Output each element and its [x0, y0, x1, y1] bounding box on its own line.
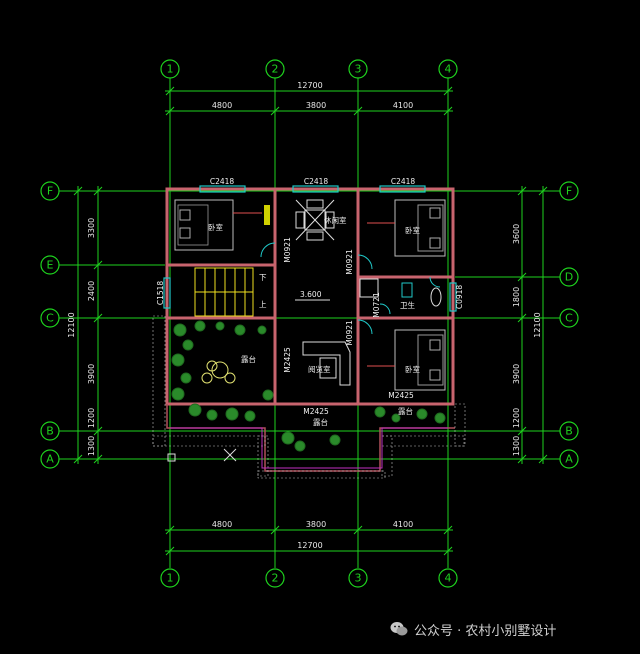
room-label-terrace-se: 露台: [398, 406, 413, 416]
dim-left-ec: 2400: [87, 281, 96, 301]
dim-span-23-bottom: 3800: [306, 520, 326, 529]
watermark: 公众号 · 农村小别墅设计: [390, 618, 556, 640]
room-label-bedroom-ne: 卧室: [405, 225, 420, 235]
bed-ne: [367, 199, 446, 257]
dim-right-total: 12100: [533, 312, 542, 337]
room-label-terrace-w: 露台: [241, 354, 256, 364]
wechat-icon: [390, 621, 408, 637]
axis-bottom-3: 3: [355, 572, 362, 585]
door-label-m0921-2: M0921: [345, 249, 354, 275]
dim-left-fe: 3300: [87, 218, 96, 238]
windows: [163, 185, 457, 312]
floor-level-label: 3.600: [300, 290, 322, 299]
door-label-m0921-1: M0921: [283, 237, 292, 263]
axis-right-c: C: [565, 312, 573, 325]
window-label-c2418-3: C2418: [391, 177, 416, 186]
tea-table: [295, 199, 335, 241]
door-label-m2425-1: M2425: [283, 347, 292, 373]
dim-left-ba: 1200: [87, 408, 96, 428]
dim-left-cb: 3900: [87, 364, 96, 384]
terrace-greenery-w: [171, 320, 274, 422]
corner-marker: [167, 453, 176, 462]
dimension-labels: 12700 4800 3800 4100 4800 3800 4100 1270…: [67, 81, 542, 550]
window-label-c2418-2: C2418: [304, 177, 329, 186]
room-label-bedroom-se: 卧室: [405, 364, 420, 374]
dim-span-23: 3800: [306, 101, 326, 110]
axis-top-3: 3: [355, 63, 362, 76]
bathroom-fixtures: [359, 278, 442, 307]
dim-total-bottom: 12700: [297, 541, 322, 550]
window-label-c2418-1: C2418: [210, 177, 235, 186]
door-label-m0721: M0721: [372, 292, 381, 318]
door-label-m2425-2: M2425: [303, 407, 329, 416]
watermark-text: 公众号 · 农村小别墅设计: [414, 623, 557, 639]
room-label-bedroom-nw: 卧室: [208, 222, 223, 232]
room-label-terrace-s: 露台: [313, 417, 328, 427]
dim-right-dc: 1800: [512, 287, 521, 307]
dim-right-fd: 3600: [512, 224, 521, 244]
dim-span-12-bottom: 4800: [212, 520, 232, 529]
dim-right-cb: 3900: [512, 364, 521, 384]
stair-up-label: 上: [259, 300, 267, 309]
dim-right-ba: 1200: [512, 408, 521, 428]
window-label-c0918: C0918: [455, 285, 464, 310]
bed-se: [367, 329, 446, 391]
door-label-m2425-3: M2425: [388, 391, 414, 400]
dim-total-top: 12700: [297, 81, 322, 90]
axis-bottom-4: 4: [445, 572, 452, 585]
axis-top-2: 2: [272, 63, 279, 76]
stair-down-label: 下: [259, 273, 267, 282]
room-label-bath: 卫生: [400, 300, 415, 310]
axis-left-f: F: [47, 185, 53, 198]
axis-right-d: D: [565, 271, 573, 284]
cross-marker: [223, 448, 237, 462]
door-label-m0921-3: M0921: [345, 320, 354, 346]
dim-left-total: 12100: [67, 312, 76, 337]
axis-left-b: B: [46, 425, 54, 438]
stair: [194, 267, 254, 317]
axis-bottom-2: 2: [272, 572, 279, 585]
axis-bubbles: 1 2 3 4 1 2 3 4 F E C B A F D C B A: [40, 59, 579, 588]
room-label-activity: 休闲室: [324, 215, 347, 225]
dim-span-34-bottom: 4100: [393, 520, 413, 529]
bed-nw: [174, 199, 270, 251]
door-swings: [260, 242, 441, 335]
axis-right-b: B: [565, 425, 573, 438]
axis-bottom-1: 1: [167, 572, 174, 585]
window-label-c1518: C1518: [156, 281, 165, 306]
room-label-study: 阅览室: [308, 364, 331, 374]
axis-left-e: E: [47, 259, 54, 272]
axis-top-1: 1: [167, 63, 174, 76]
axis-left-c: C: [46, 312, 54, 325]
axis-top-4: 4: [445, 63, 452, 76]
walls: [165, 187, 455, 472]
grid-lines: [58, 78, 565, 568]
study-sofa: [302, 341, 351, 386]
axis-right-a: A: [565, 453, 573, 466]
terrace-greenery-s: [281, 406, 446, 452]
axis-left-a: A: [46, 453, 54, 466]
dim-right-a: 1300: [512, 436, 521, 456]
dim-span-12: 4800: [212, 101, 232, 110]
axis-right-f: F: [566, 185, 572, 198]
terrace-table: [201, 360, 236, 384]
dim-left-a: 1300: [87, 436, 96, 456]
dim-span-34: 4100: [393, 101, 413, 110]
